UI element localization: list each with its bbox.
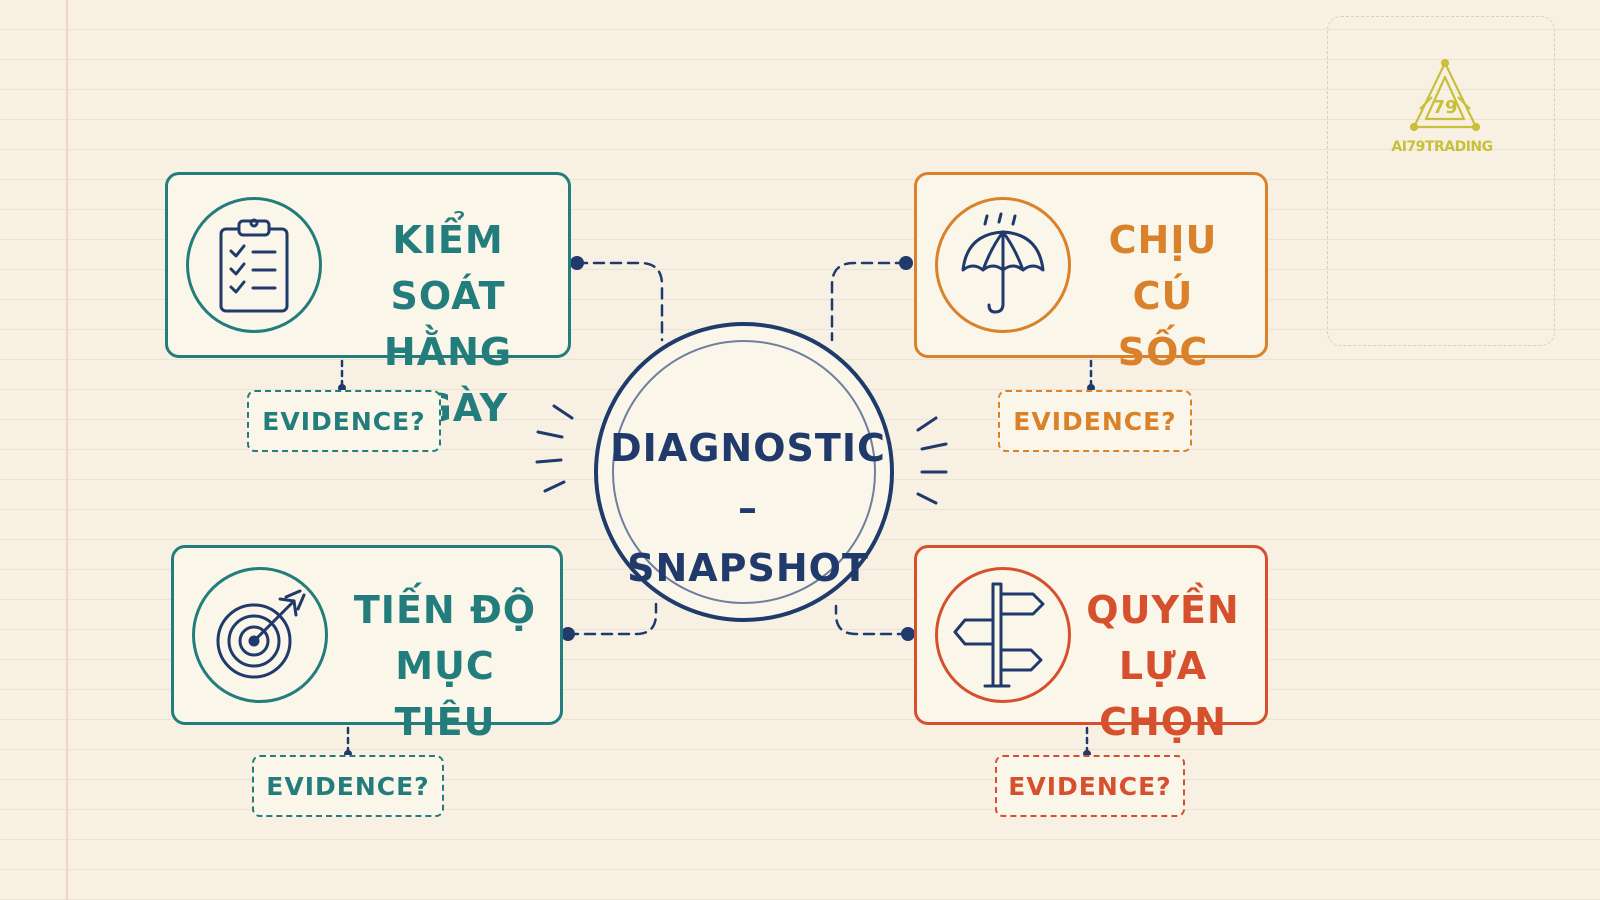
logo-text: AI79TRADING bbox=[1391, 139, 1493, 155]
connector-dot bbox=[901, 627, 915, 641]
evidence-box-goal: EVIDENCE? bbox=[252, 755, 444, 817]
signpost-icon bbox=[935, 567, 1071, 703]
ai79trading-logo-icon: 79 bbox=[1409, 58, 1481, 132]
center-title: DIAGNOSTIC – SNAPSHOT bbox=[598, 418, 898, 598]
node-shock-line1: CHỊU bbox=[1108, 218, 1218, 262]
center-line1: DIAGNOSTIC – bbox=[610, 426, 886, 530]
node-choice-line1: QUYỀN bbox=[1086, 588, 1240, 632]
center-inner-ring bbox=[612, 340, 876, 604]
node-choice-line2: LỰA CHỌN bbox=[1099, 644, 1227, 744]
node-daily-line2: HẰNG NGÀY bbox=[383, 330, 513, 430]
connector-dot bbox=[561, 627, 575, 641]
connector-goal bbox=[566, 602, 658, 636]
evidence-box-daily: EVIDENCE? bbox=[247, 390, 441, 452]
connector-dot bbox=[570, 256, 584, 270]
connector-shock bbox=[830, 261, 908, 342]
node-daily-control: KIỂM SOÁT HẰNG NGÀY bbox=[165, 172, 571, 430]
evidence-label: EVIDENCE? bbox=[262, 406, 426, 436]
node-daily-title: KIỂM SOÁT HẰNG NGÀY bbox=[334, 212, 562, 436]
center-node: DIAGNOSTIC – SNAPSHOT bbox=[594, 322, 894, 622]
evidence-label: EVIDENCE? bbox=[1013, 406, 1177, 436]
node-goal-line1: TIẾN ĐỘ bbox=[353, 588, 537, 632]
node-shock-line2: CÚ SỐC bbox=[1117, 274, 1209, 374]
node-goal-progress: TIẾN ĐỘ MỤC TIÊU bbox=[171, 545, 563, 744]
evidence-label: EVIDENCE? bbox=[1008, 771, 1172, 801]
center-line2: SNAPSHOT bbox=[627, 546, 869, 590]
evidence-box-choice: EVIDENCE? bbox=[995, 755, 1185, 817]
notebook-margin-line bbox=[66, 0, 68, 900]
connector-dot bbox=[899, 256, 913, 270]
evidence-box-shock: EVIDENCE? bbox=[998, 390, 1192, 452]
target-arrow-icon bbox=[192, 567, 328, 703]
logo-box: 79 AI79TRADING bbox=[1327, 16, 1555, 346]
connector-choice bbox=[834, 604, 910, 636]
node-choice: QUYỀN LỰA CHỌN bbox=[914, 545, 1268, 744]
emphasis-strokes bbox=[535, 404, 948, 505]
node-daily-line1: KIỂM SOÁT bbox=[390, 218, 506, 318]
evidence-label: EVIDENCE? bbox=[266, 771, 430, 801]
node-choice-title: QUYỀN LỰA CHỌN bbox=[1083, 582, 1243, 750]
clipboard-checklist-icon bbox=[186, 197, 322, 333]
umbrella-icon bbox=[935, 197, 1071, 333]
logo-mark: 79 bbox=[1432, 97, 1457, 118]
node-goal-title: TIẾN ĐỘ MỤC TIÊU bbox=[340, 582, 550, 750]
node-absorb-shock: CHỊU CÚ SỐC bbox=[914, 172, 1268, 374]
node-shock-title: CHỊU CÚ SỐC bbox=[1083, 212, 1243, 380]
connector-daily bbox=[575, 261, 664, 342]
node-goal-line2: MỤC TIÊU bbox=[394, 644, 496, 744]
